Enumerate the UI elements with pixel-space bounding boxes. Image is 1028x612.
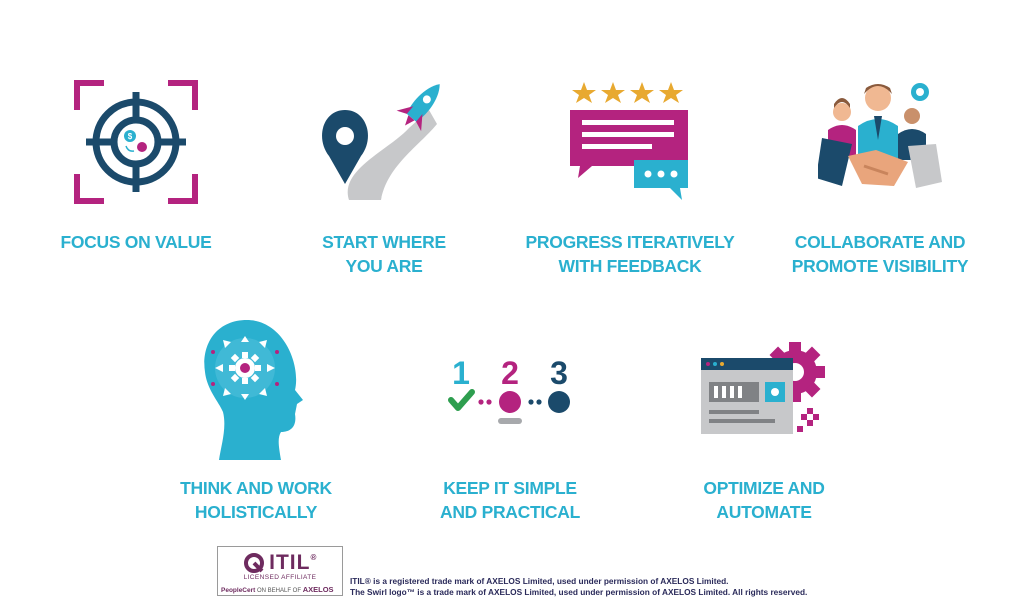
step-number: 3 bbox=[550, 355, 568, 391]
svg-text:$: $ bbox=[128, 132, 133, 141]
automation-gear-icon bbox=[701, 342, 825, 434]
step-number: 2 bbox=[501, 355, 519, 391]
principle-label: KEEP IT SIMPLE AND PRACTICAL bbox=[440, 478, 580, 522]
feedback-stars-icon bbox=[570, 82, 688, 200]
itil-swirl-logo-icon bbox=[243, 553, 264, 573]
principle-label: PROGRESS ITERATIVELY WITH FEEDBACK bbox=[525, 232, 735, 276]
principle-start-where-you-are: START WHERE YOU ARE bbox=[274, 80, 494, 278]
handshake-team-icon bbox=[818, 83, 942, 188]
principle-collaborate: COLLABORATE AND PROMOTE VISIBILITY bbox=[770, 80, 990, 278]
target-icon: $ bbox=[74, 80, 198, 204]
principle-progress-iteratively: PROGRESS ITERATIVELY WITH FEEDBACK bbox=[520, 80, 740, 278]
principle-label: FOCUS ON VALUE bbox=[60, 232, 212, 252]
trademark-line: The Swirl logo™ is a trade mark of AXELO… bbox=[350, 587, 808, 597]
principle-label: COLLABORATE AND PROMOTE VISIBILITY bbox=[791, 232, 969, 276]
principle-think-holistically: THINK AND WORK HOLISTICALLY bbox=[146, 318, 366, 524]
step-number: 1 bbox=[452, 355, 470, 391]
licensed-affiliate-text: LICENSED AFFILIATE bbox=[243, 574, 317, 581]
trademark-notice: ITIL® is a registered trade mark of AXEL… bbox=[350, 576, 807, 598]
principle-label: OPTIMIZE AND AUTOMATE bbox=[703, 478, 825, 522]
itil-logo-text: ITIL® bbox=[269, 551, 318, 574]
map-pin-rocket-icon bbox=[322, 84, 440, 200]
principle-label: THINK AND WORK HOLISTICALLY bbox=[180, 478, 332, 522]
steps-123-icon: 1 2 3 bbox=[448, 355, 570, 424]
principle-optimize-automate: OPTIMIZE AND AUTOMATE bbox=[654, 318, 874, 524]
itil-affiliate-badge: ITIL® LICENSED AFFILIATE PeopleCert ON B… bbox=[217, 546, 343, 596]
principle-keep-it-simple: 1 2 3 KEEP IT SIMPLE AND PRACTICAL bbox=[400, 318, 620, 524]
peoplecert-axelos-line: PeopleCert ON BEHALF OF AXELOS bbox=[221, 585, 334, 594]
trademark-line: ITIL® is a registered trade mark of AXEL… bbox=[350, 576, 729, 586]
head-gear-icon bbox=[204, 320, 303, 460]
principle-focus-on-value: $ FOCUS ON VALUE bbox=[26, 80, 246, 254]
principle-label: START WHERE YOU ARE bbox=[322, 232, 446, 276]
